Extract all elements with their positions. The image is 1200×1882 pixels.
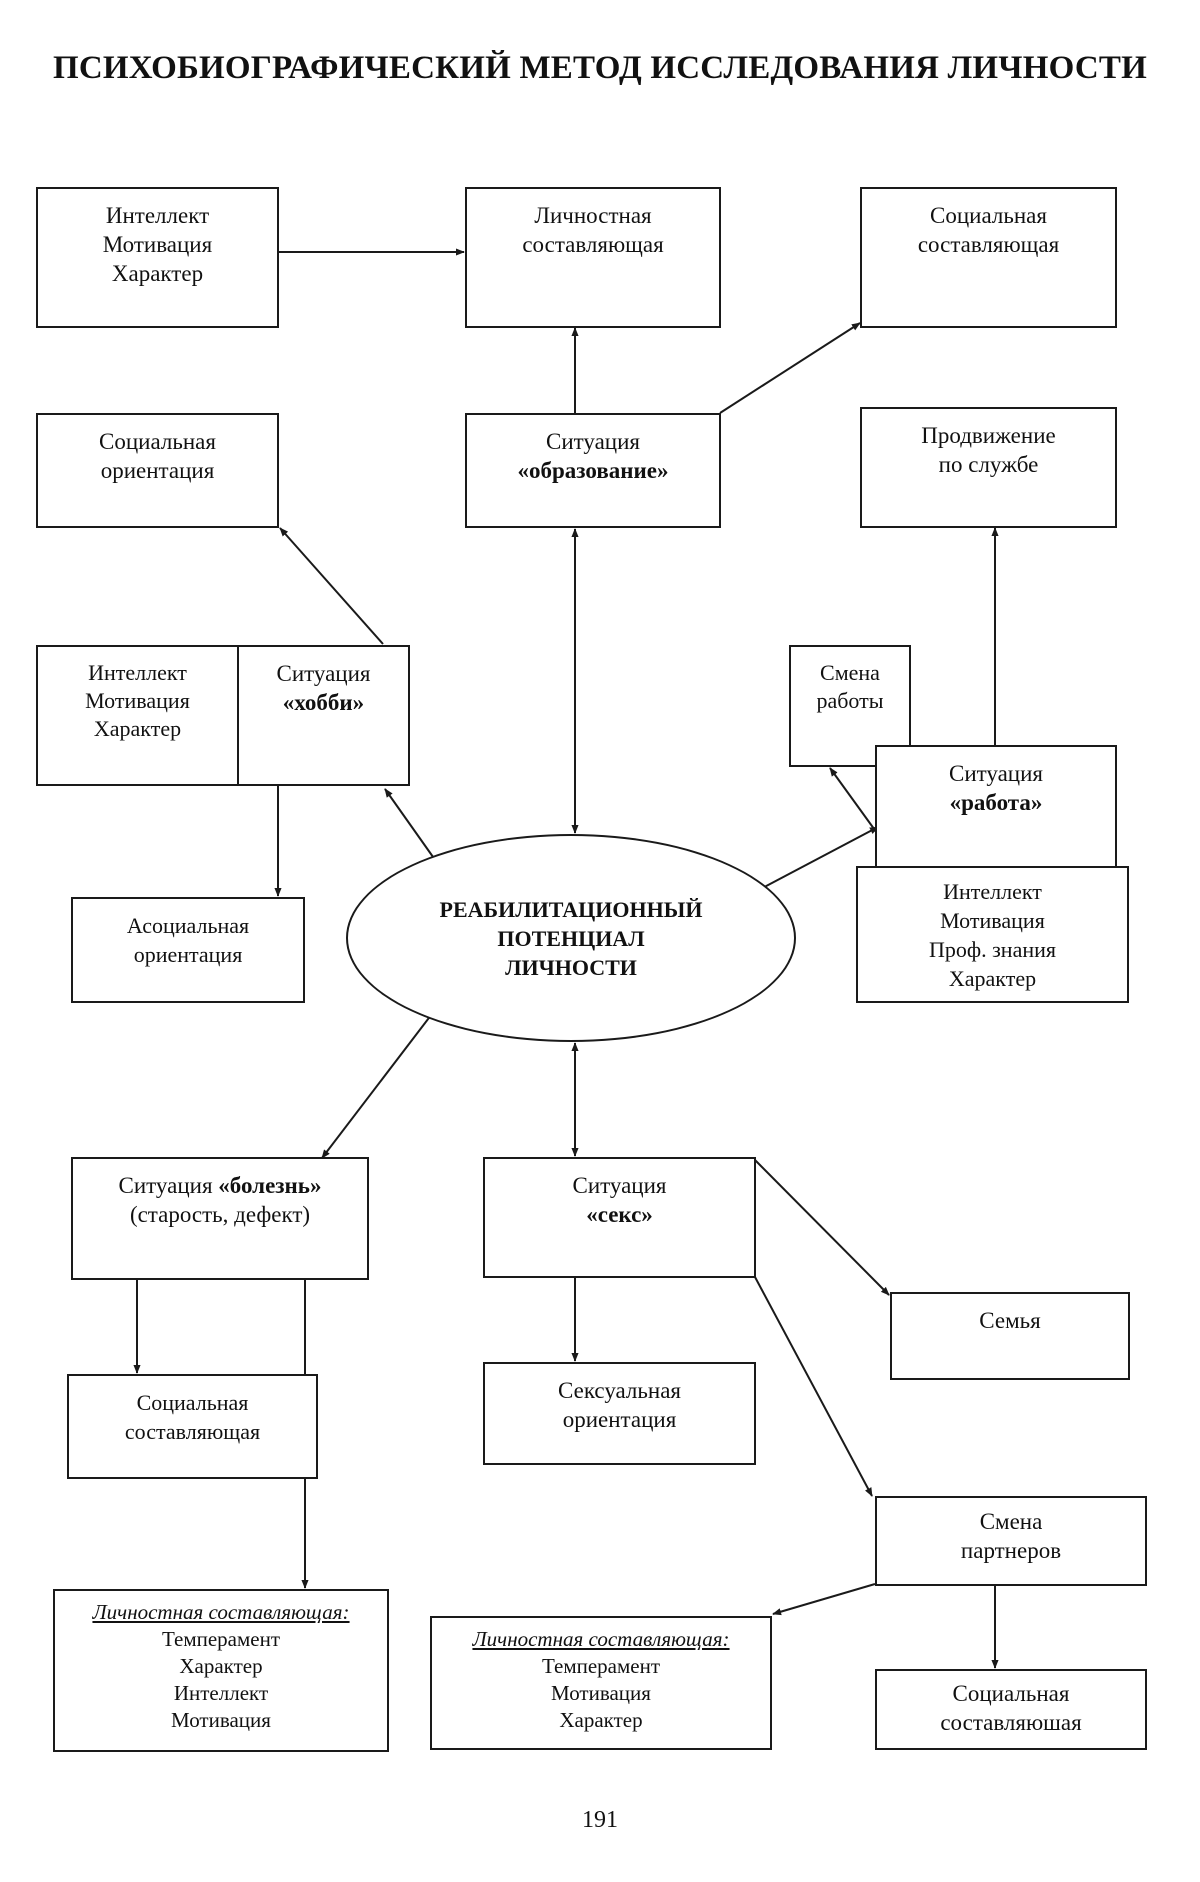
social-component-line-2: составляюшая	[940, 1708, 1081, 1737]
box-social-component-illness: Социальная составляющая	[67, 1374, 318, 1479]
box-social-component-partner: Социальная составляюшая	[875, 1669, 1147, 1750]
situation-illness-keyword: «болезнь»	[218, 1173, 321, 1198]
situation-sex-line-2: «секс»	[586, 1200, 653, 1229]
situation-hobby-line-1: Ситуация	[277, 659, 371, 688]
trait-character: Характер	[94, 715, 181, 743]
situation-illness-line-1: Ситуация «болезнь»	[119, 1171, 322, 1200]
center-line-3: ЛИЧНОСТИ	[505, 953, 637, 982]
box-situation-hobby: Ситуация «хобби»	[237, 645, 410, 786]
situation-education-line-1: Ситуация	[546, 427, 640, 456]
edge-partners-to-personal	[773, 1584, 875, 1614]
trait-intellect: Интеллект	[943, 877, 1042, 906]
edge-work-to-job-change	[830, 768, 877, 833]
box-partner-change: Смена партнеров	[875, 1496, 1147, 1586]
trait-character: Характер	[949, 964, 1036, 993]
box-intellect-motivation-character-hobby: Интеллект Мотивация Характер	[36, 645, 239, 786]
trait-character: Характер	[559, 1707, 642, 1734]
situation-illness-line-2: (старость, дефект)	[130, 1200, 310, 1229]
box-personal-component-sex: Личностная составляющая: Темперамент Мот…	[430, 1616, 772, 1750]
social-orientation-line-1: Социальная	[99, 427, 216, 456]
situation-work-line-1: Ситуация	[949, 759, 1043, 788]
partner-change-line-2: партнеров	[961, 1536, 1061, 1565]
box-intellect-motivation-character-top: Интеллект Мотивация Характер	[36, 187, 279, 328]
asocial-orientation-line-2: ориентация	[134, 940, 243, 969]
box-promotion: Продвижение по службе	[860, 407, 1117, 528]
promotion-line-1: Продвижение	[921, 421, 1055, 450]
situation-sex-line-1: Ситуация	[573, 1171, 667, 1200]
trait-motivation: Мотивация	[551, 1680, 651, 1707]
center-line-2: ПОТЕНЦИАЛ	[497, 924, 644, 953]
trait-motivation: Мотивация	[171, 1707, 271, 1734]
personal-component-line-2: составляющая	[522, 230, 663, 259]
trait-intellect: Интеллект	[174, 1680, 268, 1707]
box-situation-work: Ситуация «работа»	[875, 745, 1117, 868]
trait-intellect: Интеллект	[88, 659, 187, 687]
edge-education-to-social	[720, 323, 860, 413]
trait-motivation: Мотивация	[103, 230, 212, 259]
box-work-traits: Интеллект Мотивация Проф. знания Характе…	[856, 866, 1129, 1003]
social-component-line-2: составляющая	[918, 230, 1059, 259]
box-situation-education: Ситуация «образование»	[465, 413, 721, 528]
box-family: Семья	[890, 1292, 1130, 1380]
sexual-orientation-line-2: ориентация	[563, 1405, 677, 1434]
personal-component-heading: Личностная составляющая:	[92, 1599, 349, 1626]
edge-center-hobby	[385, 789, 438, 864]
social-component-line-1: Социальная	[930, 201, 1047, 230]
situation-hobby-line-2: «хобби»	[283, 688, 364, 717]
box-personal-component-top: Личностная составляющая	[465, 187, 721, 328]
social-component-line-2: составляющая	[125, 1417, 260, 1446]
box-social-component-top: Социальная составляющая	[860, 187, 1117, 328]
sexual-orientation-line-1: Сексуальная	[558, 1376, 681, 1405]
trait-motivation: Мотивация	[85, 687, 190, 715]
job-change-line-1: Смена	[820, 659, 880, 687]
center-rehabilitation-potential: РЕАБИЛИТАЦИОННЫЙ ПОТЕНЦИАЛ ЛИЧНОСТИ	[346, 834, 796, 1042]
social-component-line-1: Социальная	[953, 1679, 1070, 1708]
situation-work-line-2: «работа»	[950, 788, 1043, 817]
box-personal-component-illness: Личностная составляющая: Темперамент Хар…	[53, 1589, 389, 1752]
trait-character: Характер	[112, 259, 203, 288]
box-situation-sex: Ситуация «секс»	[483, 1157, 756, 1278]
social-orientation-line-2: ориентация	[101, 456, 215, 485]
family-label: Семья	[979, 1306, 1040, 1335]
center-line-1: РЕАБИЛИТАЦИОННЫЙ	[440, 895, 703, 924]
box-situation-illness: Ситуация «болезнь» (старость, дефект)	[71, 1157, 369, 1280]
personal-component-heading: Личностная составляющая:	[472, 1626, 729, 1653]
trait-motivation: Мотивация	[940, 906, 1045, 935]
edge-sex-to-family	[755, 1160, 889, 1295]
edge-center-illness	[322, 1006, 438, 1158]
trait-prof-knowledge: Проф. знания	[929, 935, 1056, 964]
box-asocial-orientation: Асоциальная ориентация	[71, 897, 305, 1003]
trait-intellect: Интеллект	[106, 201, 209, 230]
box-sexual-orientation: Сексуальная ориентация	[483, 1362, 756, 1465]
situation-illness-prefix: Ситуация	[119, 1173, 219, 1198]
personal-component-line-1: Личностная	[534, 201, 651, 230]
asocial-orientation-line-1: Асоциальная	[127, 911, 249, 940]
trait-character: Характер	[179, 1653, 262, 1680]
page-number: 191	[0, 1807, 1200, 1834]
trait-temperament: Темперамент	[542, 1653, 660, 1680]
trait-temperament: Темперамент	[162, 1626, 280, 1653]
edge-sex-to-partners	[755, 1277, 872, 1496]
job-change-line-2: работы	[816, 687, 883, 715]
edge-hobby-to-social-orientation	[280, 528, 383, 644]
social-component-line-1: Социальная	[137, 1388, 249, 1417]
promotion-line-2: по службе	[939, 450, 1039, 479]
partner-change-line-1: Смена	[980, 1507, 1043, 1536]
situation-education-line-2: «образование»	[518, 456, 669, 485]
box-social-orientation: Социальная ориентация	[36, 413, 279, 528]
